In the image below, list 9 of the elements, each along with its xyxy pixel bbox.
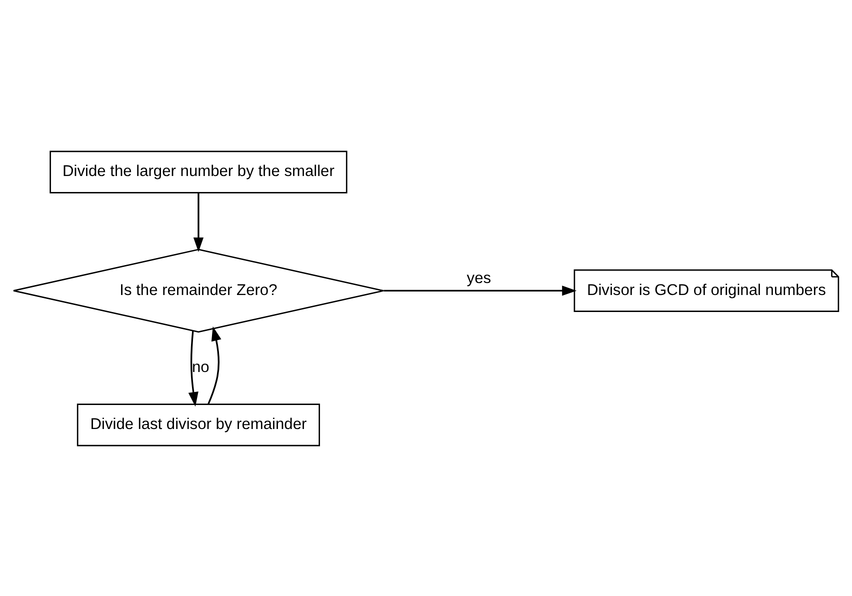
- arrow: [193, 192, 204, 252]
- node-box: Divide last divisor by remainder: [76, 403, 320, 446]
- edge-label: no: [192, 358, 210, 376]
- node-box: Divide the larger number by the smaller: [50, 150, 348, 193]
- node-diamond: Is the remainder Zero?: [12, 248, 384, 332]
- arrow: [188, 330, 198, 406]
- edge-label: yes: [466, 270, 492, 287]
- arrow: [384, 285, 577, 296]
- arrow: [208, 326, 222, 404]
